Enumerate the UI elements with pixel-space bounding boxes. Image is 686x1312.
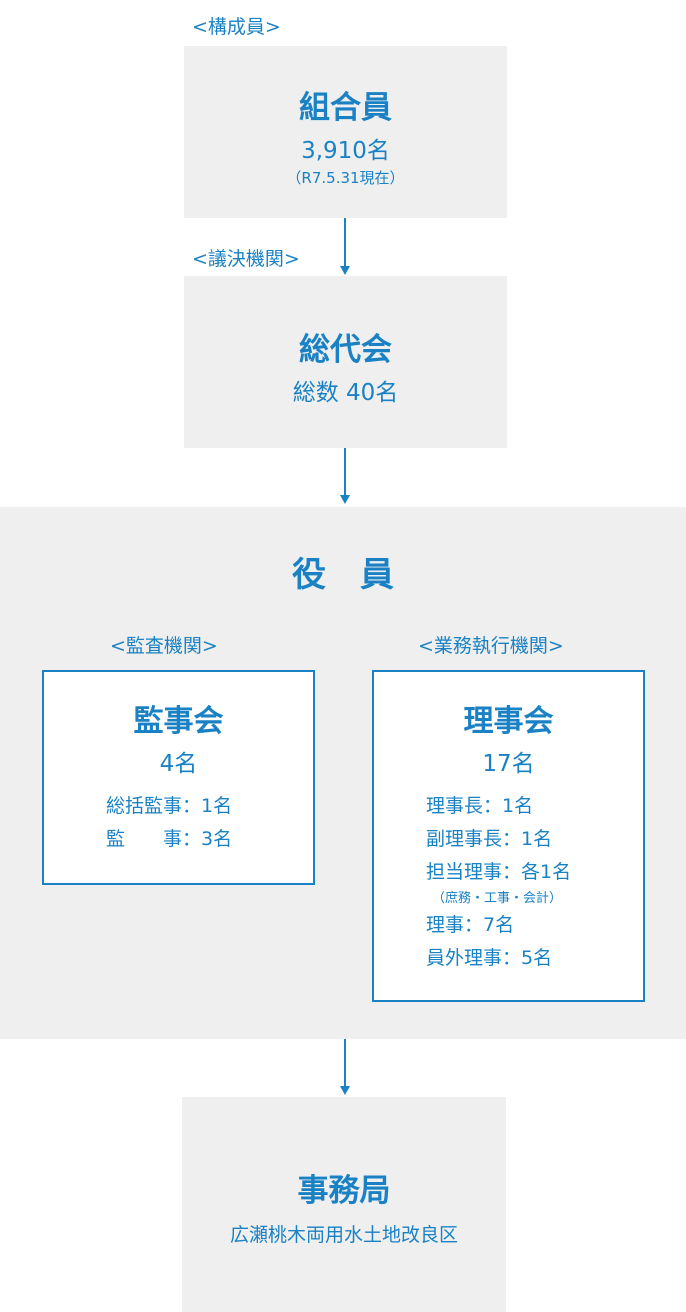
decision-count: 総数 40名 xyxy=(292,380,399,406)
audit-row: 監 事：3名 xyxy=(106,828,233,850)
connector-line xyxy=(344,448,346,495)
board-row: 理事長：1名 xyxy=(426,795,534,817)
board-section-label: <業務執行機関> xyxy=(418,635,564,657)
arrow-down-icon xyxy=(340,266,350,275)
audit-title: 監事会 xyxy=(133,704,224,739)
connector-line xyxy=(344,1039,346,1086)
members-box: 組合員 3,910名 （R7.5.31現在） xyxy=(184,46,507,218)
board-title: 理事会 xyxy=(463,704,554,739)
members-section-label: <構成員> xyxy=(192,16,281,38)
officers-title: 役 員 xyxy=(292,555,394,595)
secretariat-box: 事務局 広瀬桃木両用水土地改良区 xyxy=(182,1097,506,1312)
board-row: 員外理事：5名 xyxy=(426,947,553,969)
board-count: 17名 xyxy=(482,751,535,777)
board-row-note: （庶務・工事・会計） xyxy=(432,891,563,906)
decision-title: 総代会 xyxy=(299,332,392,368)
connector-line xyxy=(344,218,346,266)
audit-committee-box: 監事会 4名 総括監事：1名 監 事：3名 xyxy=(42,670,315,885)
audit-count: 4名 xyxy=(159,751,198,777)
secretariat-title: 事務局 xyxy=(297,1173,391,1209)
arrow-down-icon xyxy=(340,1086,350,1095)
board-row: 副理事長：1名 xyxy=(426,828,553,850)
decision-section-label: <議決機関> xyxy=(192,248,300,270)
secretariat-org-name: 広瀬桃木両用水土地改良区 xyxy=(229,1224,458,1246)
board-row: 理事：7名 xyxy=(426,914,515,936)
members-date-note: （R7.5.31現在） xyxy=(286,169,405,187)
board-committee-box: 理事会 17名 理事長：1名 副理事長：1名 担当理事：各1名 （庶務・工事・会… xyxy=(372,670,645,1002)
board-row: 担当理事：各1名 xyxy=(426,861,572,883)
decision-box: 総代会 総数 40名 xyxy=(184,276,507,448)
audit-row: 総括監事：1名 xyxy=(106,795,233,817)
members-count: 3,910名 xyxy=(301,138,390,164)
members-title: 組合員 xyxy=(299,90,392,126)
officers-panel: 役 員 <監査機関> <業務執行機関> 監事会 4名 総括監事：1名 監 事：3… xyxy=(0,507,686,1039)
arrow-down-icon xyxy=(340,495,350,504)
audit-section-label: <監査機関> xyxy=(110,635,218,657)
